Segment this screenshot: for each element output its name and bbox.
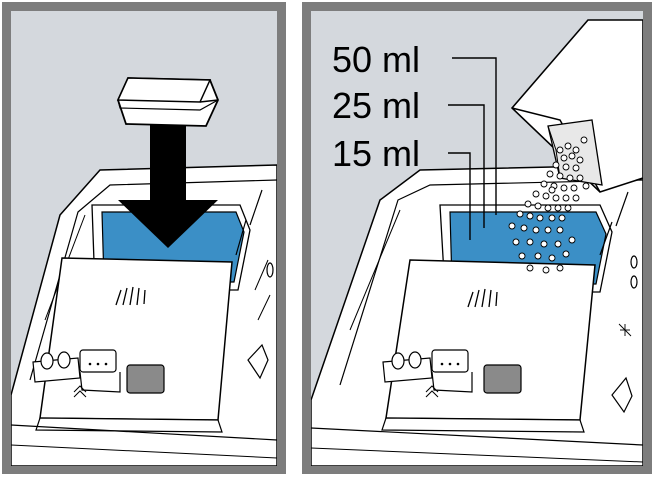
release-button <box>484 365 521 393</box>
release-button <box>127 365 164 393</box>
fill-level-label-25: 25 ml <box>332 85 420 126</box>
fill-level-labels: 50 ml 25 ml 15 ml <box>332 39 420 174</box>
dispenser-lid <box>40 258 232 420</box>
right-panel: 50 ml 25 ml 15 ml <box>302 2 652 474</box>
dispenser-lid <box>386 260 595 420</box>
left-panel <box>2 2 286 474</box>
fill-level-label-15: 15 ml <box>332 133 420 174</box>
detergent-tablet-icon <box>118 78 218 126</box>
fill-level-label-50: 50 ml <box>332 39 420 80</box>
